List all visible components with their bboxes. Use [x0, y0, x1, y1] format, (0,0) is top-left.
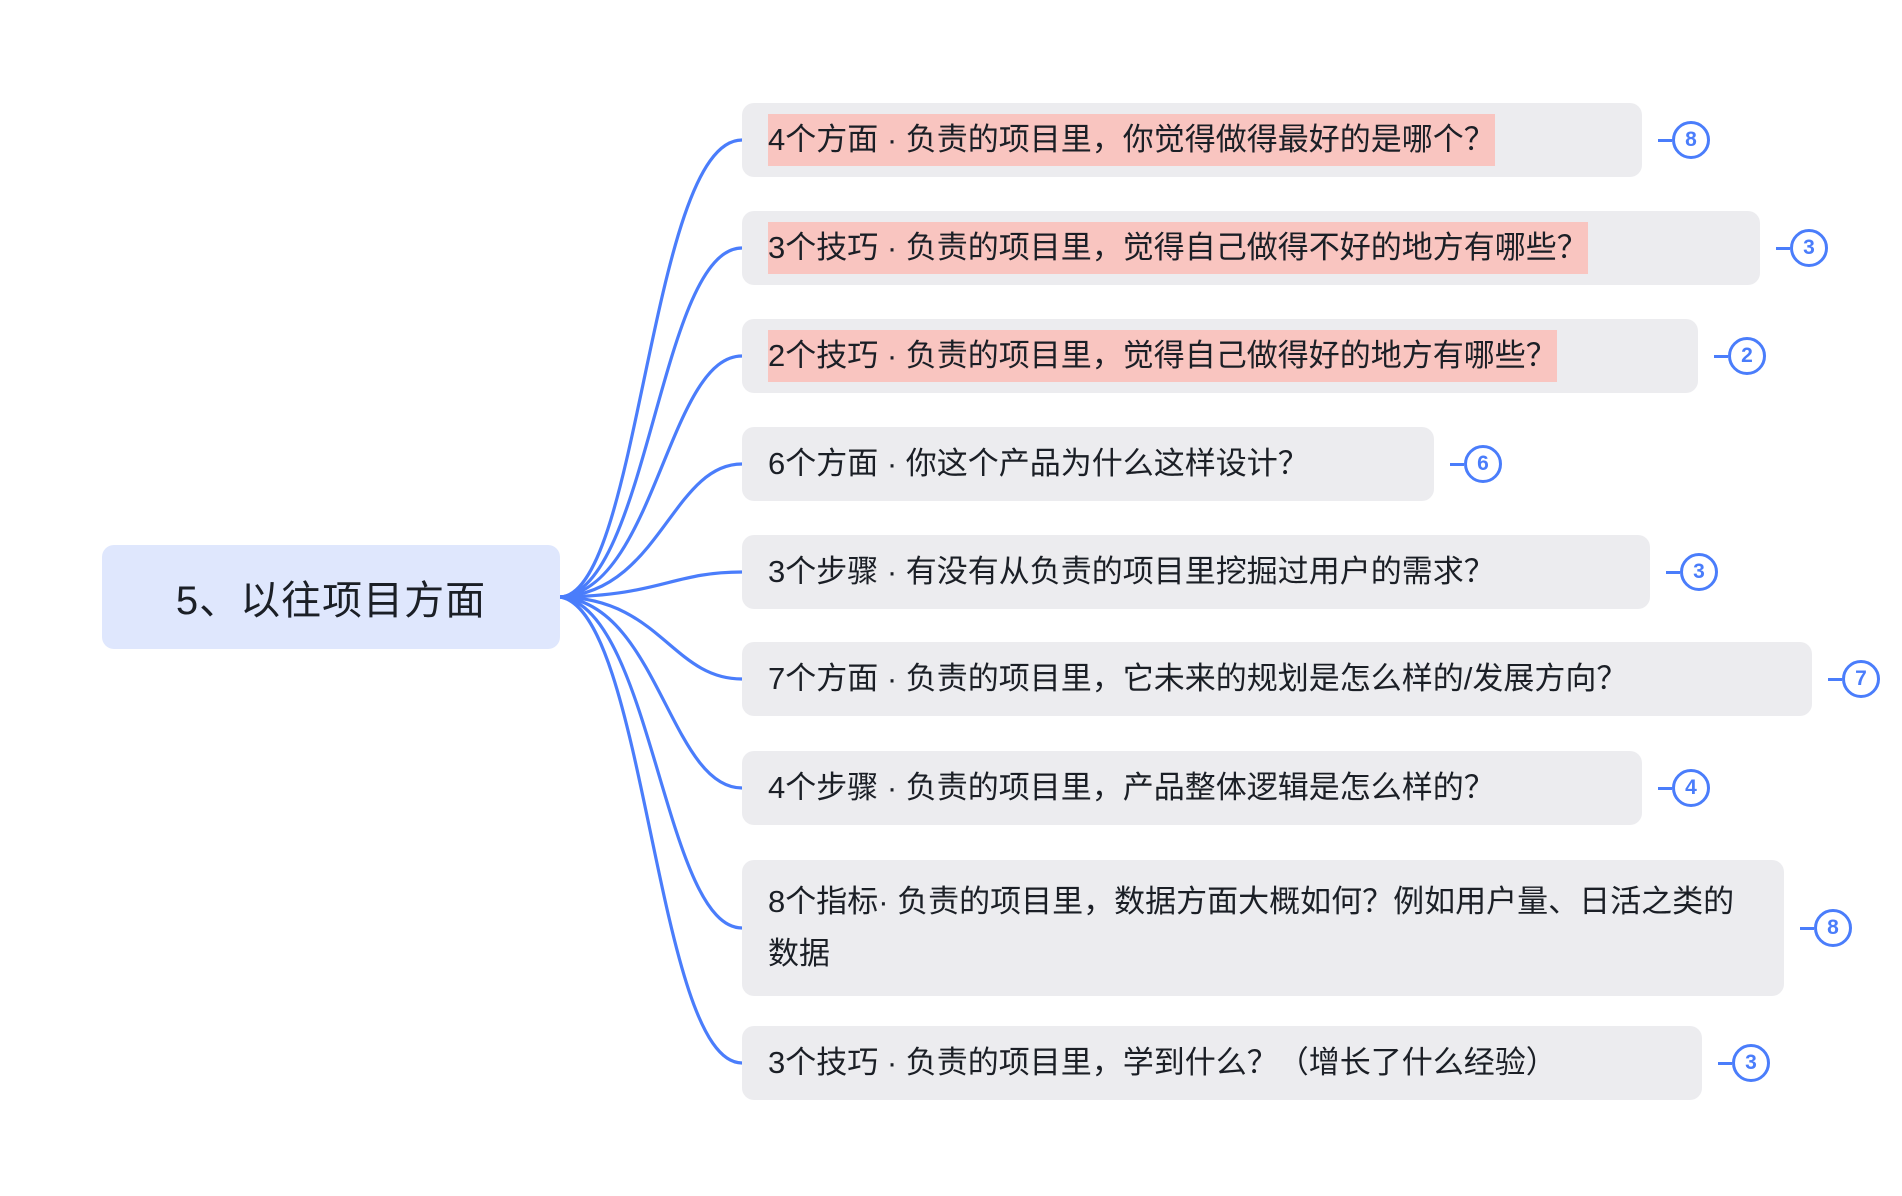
root-node-label: 5、以往项目方面	[175, 579, 487, 623]
connector-line-1	[558, 138, 744, 599]
branch-node-5[interactable]: 3个步骤 · 有没有从负责的项目里挖掘过用户的需求？	[742, 535, 1650, 609]
branch-node-9-label: 3个技巧 · 负责的项目里，学到什么？（增长了什么经验）	[768, 1045, 1557, 1080]
branch-node-2-label: 3个技巧 · 负责的项目里，觉得自己做得不好的地方有哪些？	[768, 222, 1588, 274]
branch-node-1-label: 4个方面 · 负责的项目里，你觉得做得最好的是哪个？	[768, 114, 1495, 166]
branch-node-6[interactable]: 7个方面 · 负责的项目里，它未来的规划是怎么样的/发展方向？	[742, 642, 1812, 716]
connector-line-3	[558, 354, 744, 599]
branch-node-4[interactable]: 6个方面 · 你这个产品为什么这样设计？	[742, 427, 1434, 501]
branch-node-9-badge[interactable]: 3	[1732, 1044, 1770, 1082]
badge-connector-3	[1714, 354, 1728, 358]
badge-connector-4	[1450, 462, 1464, 466]
badge-connector-8	[1800, 926, 1814, 930]
connector-line-7	[558, 595, 744, 790]
branch-node-8[interactable]: 8个指标· 负责的项目里，数据方面大概如何？例如用户量、日活之类的数据	[742, 860, 1784, 996]
badge-connector-1	[1658, 138, 1672, 142]
branch-node-8-badge-group[interactable]: 8	[1800, 909, 1852, 947]
badge-connector-2	[1776, 246, 1790, 250]
connector-line-8	[558, 595, 744, 930]
branch-node-5-label: 3个步骤 · 有没有从负责的项目里挖掘过用户的需求？	[768, 554, 1495, 589]
branch-node-4-badge[interactable]: 6	[1464, 445, 1502, 483]
badge-connector-5	[1666, 570, 1680, 574]
branch-node-4-badge-group[interactable]: 6	[1450, 445, 1502, 483]
branch-node-6-badge-group[interactable]: 7	[1828, 660, 1880, 698]
branch-node-2[interactable]: 3个技巧 · 负责的项目里，觉得自己做得不好的地方有哪些？	[742, 211, 1760, 285]
connector-line-2	[558, 246, 744, 599]
badge-connector-9	[1718, 1061, 1732, 1065]
branch-node-7-badge[interactable]: 4	[1672, 769, 1710, 807]
branch-node-4-label: 6个方面 · 你这个产品为什么这样设计？	[768, 446, 1309, 481]
branch-node-2-badge[interactable]: 3	[1790, 229, 1828, 267]
branch-node-8-badge[interactable]: 8	[1814, 909, 1852, 947]
branch-node-3-badge-group[interactable]: 2	[1714, 337, 1766, 375]
branch-node-2-badge-group[interactable]: 3	[1776, 229, 1828, 267]
connector-line-4	[558, 462, 744, 599]
branch-node-9[interactable]: 3个技巧 · 负责的项目里，学到什么？（增长了什么经验）	[742, 1026, 1702, 1100]
branch-node-6-label: 7个方面 · 负责的项目里，它未来的规划是怎么样的/发展方向？	[768, 661, 1628, 696]
branch-node-1-badge[interactable]: 8	[1672, 121, 1710, 159]
branch-node-5-badge[interactable]: 3	[1680, 553, 1718, 591]
root-node[interactable]: 5、以往项目方面	[102, 545, 560, 649]
connector-line-5	[558, 570, 744, 599]
branch-node-3-label: 2个技巧 · 负责的项目里，觉得自己做得好的地方有哪些？	[768, 330, 1557, 382]
badge-connector-6	[1828, 677, 1842, 681]
branch-node-8-label: 8个指标· 负责的项目里，数据方面大概如何？例如用户量、日活之类的数据	[768, 884, 1735, 971]
connector-line-9	[558, 595, 744, 1065]
branch-node-7-label: 4个步骤 · 负责的项目里，产品整体逻辑是怎么样的？	[768, 770, 1495, 805]
branch-node-9-badge-group[interactable]: 3	[1718, 1044, 1770, 1082]
branch-node-3-badge[interactable]: 2	[1728, 337, 1766, 375]
connector-line-6	[558, 595, 744, 681]
branch-node-3[interactable]: 2个技巧 · 负责的项目里，觉得自己做得好的地方有哪些？	[742, 319, 1698, 393]
branch-node-1[interactable]: 4个方面 · 负责的项目里，你觉得做得最好的是哪个？	[742, 103, 1642, 177]
branch-node-1-badge-group[interactable]: 8	[1658, 121, 1710, 159]
branch-node-6-badge[interactable]: 7	[1842, 660, 1880, 698]
branch-node-5-badge-group[interactable]: 3	[1666, 553, 1718, 591]
badge-connector-7	[1658, 786, 1672, 790]
branch-node-7-badge-group[interactable]: 4	[1658, 769, 1710, 807]
branch-node-7[interactable]: 4个步骤 · 负责的项目里，产品整体逻辑是怎么样的？	[742, 751, 1642, 825]
